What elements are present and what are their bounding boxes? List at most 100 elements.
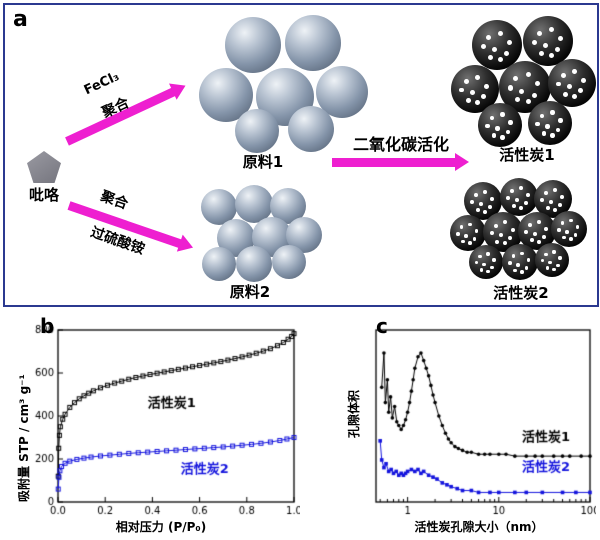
psd-chart-panel: c 孔隙体积 活性炭孔隙大小（nm） <box>304 316 596 538</box>
pore-dot <box>492 258 496 262</box>
pore-dot <box>537 239 542 244</box>
carbon2-label: 活性炭2 <box>493 284 549 302</box>
pore-dot <box>569 218 573 223</box>
pore-dot <box>485 34 491 40</box>
pore-dot <box>498 233 503 238</box>
pore-dot <box>474 260 479 265</box>
pore-dot <box>535 121 540 127</box>
pore-dot <box>456 231 460 236</box>
polymer-sphere <box>199 68 253 122</box>
pore-dot <box>485 123 490 129</box>
pore-dot <box>578 88 584 94</box>
porous-carbon-sphere <box>500 178 538 216</box>
pore-dot <box>475 75 481 80</box>
pore-dot <box>480 43 486 49</box>
pore-dot <box>539 113 545 119</box>
pore-dot <box>483 189 488 194</box>
pore-dot <box>544 252 548 257</box>
pore-dot <box>545 124 550 129</box>
pore-dot <box>572 69 578 74</box>
pore-dot <box>486 252 490 256</box>
pore-dot <box>541 235 546 239</box>
pore-dot <box>459 87 464 93</box>
pore-dot <box>506 39 512 45</box>
carbon1-label: 活性炭1 <box>499 146 555 164</box>
pore-dot <box>483 209 488 214</box>
pore-dot <box>555 127 561 133</box>
pore-dot <box>520 270 524 274</box>
pore-dot <box>553 207 558 212</box>
pore-dot <box>470 199 475 204</box>
pore-dot <box>505 129 511 135</box>
polymer-sphere <box>235 185 273 223</box>
pore-dot <box>503 241 508 246</box>
porous-carbon-sphere <box>518 212 556 250</box>
porous-carbon-sphere <box>478 103 522 147</box>
porous-carbon-sphere <box>451 65 499 113</box>
pore-dot <box>556 263 560 268</box>
pore-dot <box>511 254 516 259</box>
pore-dot <box>540 258 545 263</box>
pore-dot <box>491 133 497 138</box>
pore-dot <box>540 197 545 202</box>
pore-dot <box>513 268 517 273</box>
pore-dot <box>519 205 524 210</box>
pore-dot <box>541 131 547 136</box>
pore-dot <box>487 54 493 60</box>
pore-dot <box>491 46 497 52</box>
pore-dot <box>519 88 525 94</box>
polymer-sphere <box>217 219 255 257</box>
pore-dot <box>465 98 471 103</box>
pore-dot <box>545 206 550 211</box>
pore-dot <box>569 237 573 241</box>
pore-dot <box>472 236 477 241</box>
pore-dot <box>513 76 519 82</box>
pore-dot <box>500 135 505 140</box>
porous-carbon-sphere <box>483 212 523 252</box>
pore-dot <box>495 239 500 244</box>
polymer-sphere <box>235 109 279 153</box>
pore-dot <box>538 50 544 56</box>
pore-dot <box>493 223 498 228</box>
pore-dot <box>469 90 475 96</box>
pore-dot <box>560 72 566 78</box>
product1-label: 原料1 <box>242 153 284 171</box>
pore-dot <box>463 78 469 84</box>
activation-label: 二氧化碳活化 <box>352 135 449 154</box>
pore-dot <box>478 254 482 259</box>
pore-dot <box>475 100 481 105</box>
pore-dot <box>552 250 556 254</box>
pore-dot <box>558 256 562 260</box>
pore-dot <box>495 126 500 131</box>
pore-dot <box>531 92 537 98</box>
pore-dot <box>557 227 561 232</box>
pore-dot <box>468 241 472 245</box>
pore-dot <box>529 238 534 243</box>
pore-dot <box>557 35 563 41</box>
pore-dot <box>548 52 554 58</box>
porous-carbon-sphere <box>551 211 587 247</box>
polymer-sphere <box>225 17 281 73</box>
pore-dot <box>508 260 512 265</box>
pore-dot <box>560 194 565 199</box>
activation-arrow <box>332 153 469 171</box>
polymer-sphere <box>272 245 306 279</box>
pore-dot <box>474 229 479 233</box>
pore-dot <box>548 26 554 32</box>
pore-dot <box>558 118 563 123</box>
porous-carbon-sphere <box>469 245 503 279</box>
polymer-sphere <box>201 189 237 225</box>
psd-chart <box>362 322 596 528</box>
schematic-panel: a 吡咯 FeCl₃ 聚合 聚合 过硫酸铵 原料1 原料2 二氧化碳活化 活性炭… <box>3 3 599 307</box>
pore-dot <box>489 230 494 235</box>
pore-dot <box>548 261 552 265</box>
route1-reagent-label: FeCl₃ <box>81 69 122 99</box>
pore-dot <box>514 198 519 202</box>
porous-carbon-sphere <box>472 20 522 70</box>
polymer-sphere <box>270 188 306 224</box>
pore-dot <box>572 94 578 99</box>
product2-label: 原料2 <box>229 283 271 301</box>
pore-dot <box>573 232 578 237</box>
porous-carbon-sphere <box>450 215 486 251</box>
psd-x-axis-label: 活性炭孔隙大小（nm） <box>414 520 544 534</box>
